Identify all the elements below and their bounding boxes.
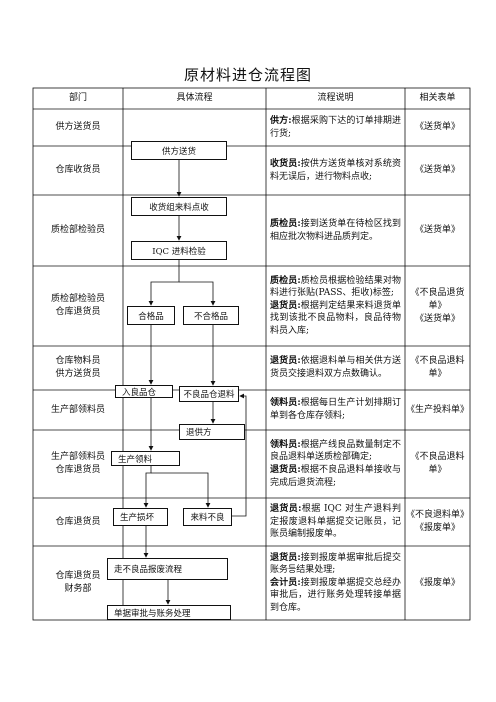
flow-node-production-damage: 生产损坏 (113, 508, 168, 526)
description-role: 会计员: (270, 577, 301, 588)
row-dept: 质检部检验员 仓库退货员 (50, 294, 105, 317)
row-forms: 《送货单》 (414, 122, 460, 132)
description-role: 供方: (270, 115, 292, 126)
flow-node-nonconforming: 不合格品 (183, 306, 239, 325)
description-role: 退货员: (270, 552, 301, 563)
row-forms: 《送货单》 (414, 225, 460, 235)
flow-node-scrap-process: 走不良品报废流程 (107, 558, 228, 580)
flow-node-production-pick: 生产领料 (111, 451, 180, 466)
row-dept: 仓库收货员 (55, 165, 101, 175)
header-form: 相关表单 (419, 93, 456, 103)
description-text: 根据判定结果来料退货单找到该批不良品物料，良品待物料员入库; (270, 300, 401, 336)
row-dept: 供方送货员 (55, 122, 101, 132)
row-forms: 《不良品退料单》 (410, 452, 465, 475)
row-dept: 仓库退货员 (55, 516, 101, 527)
description-role: 质检员: (270, 218, 301, 229)
row-description: 退货员:接到报废单据审批后提交账务등结果处理;会计员:接到报废单据提交总经办审批… (270, 547, 401, 619)
row-dept: 质检部检验员 (50, 225, 105, 235)
row-description: 质检员:质检员根据检验结果对物料进行张贴(PASS、拒收)标签;退货员:根据判定… (270, 267, 401, 345)
flow-node-receiving-count: 收货组来料点收 (131, 197, 227, 216)
row-forms: 《报废单》 (414, 577, 460, 588)
description-text: 根据每日生产计划排期订单到各仓库存领料; (270, 398, 401, 421)
row-forms: 《生产投料单》 (405, 404, 469, 415)
description-text: 接到报废单据审批后提交账务등结果处理; (270, 552, 401, 576)
description-text: 接到报废单据提交总经办审批后，进行账务处理转接单据到仓库。 (270, 577, 401, 613)
row-forms: 《不良品退货单》 《送货单》 (410, 287, 465, 324)
description-text: 按供方送货单核对系统资料无误后，进行物料点收; (270, 158, 401, 182)
row-description: 退货员:依据退料单与相关供方送货员交接退料双方点数确认。 (270, 347, 401, 389)
flow-node-qualified: 合格品 (127, 306, 175, 325)
row-dept: 生产部领料员 仓库退货员 (50, 452, 105, 475)
row-description: 领料员:根据每日生产计划排期订单到各仓库存领料; (270, 391, 401, 429)
description-role: 领料员: (270, 398, 301, 409)
flow-node-incoming-defect: 来料不良 (183, 508, 232, 526)
flow-node-return-supplier: 退供方 (179, 424, 245, 440)
row-forms: 《送货单》 (414, 165, 460, 175)
description-role: 领料员: (270, 439, 301, 450)
description-text: 根据 IQC 对生产退料判定报废退料单据提交记账员，记账员编制报废单。 (270, 504, 401, 540)
description-text: 根据采购下达的订单排期进行货; (270, 115, 401, 139)
flow-node-supplier-delivery: 供方送货 (131, 141, 227, 160)
flow-node-good-warehouse: 入良品仓 (115, 385, 173, 398)
row-description: 退货员:根据 IQC 对生产退料判定报废退料单据提交记账员，记账员编制报废单。 (270, 499, 401, 545)
header-flow: 具体流程 (176, 93, 213, 103)
header-dept: 部门 (68, 93, 87, 103)
row-description: 质检员:接到送货单在待检区找到相应批次物料进品质判定。 (270, 196, 401, 265)
row-dept: 生产部领料员 (50, 404, 105, 415)
flow-node-approval-accounting: 单据审批与账务处理 (107, 605, 231, 620)
description-text: 依据退料单与相关供方送货员交接退料双方点数确认。 (270, 356, 401, 379)
description-text: 接到送货单在待检区找到相应批次物料进品质判定。 (270, 218, 401, 242)
flow-node-iqc-inspection: IQC 进料检验 (131, 241, 227, 260)
description-text: 根据不良品退料单接收与完成后退货流程; (270, 465, 401, 488)
description-role: 退货员: (270, 465, 301, 475)
description-role: 退货员: (270, 504, 302, 515)
row-dept: 仓库物料员 供方送货员 (55, 356, 101, 379)
row-description: 供方:根据采购下达的订单排期进行货; (270, 110, 401, 145)
row-description: 领料员:根据产线良品数量制定不良品退料单送质检部确定; 退货员:根据不良品退料单接… (270, 431, 401, 497)
row-forms: 《不良退料单》 《报废单》 (405, 510, 469, 533)
flow-node-defect-return: 不良品仓退料 (179, 386, 239, 402)
row-description: 收货员:按供方送货单核对系统资料无误后，进行物料点收; (270, 147, 401, 194)
header-desc: 流程说明 (317, 93, 354, 103)
description-text: 质检员根据检验结果对物料进行张贴(PASS、拒收)标签; (270, 275, 401, 299)
description-role: 退货员: (270, 356, 301, 367)
description-role: 退货员: (270, 300, 301, 311)
description-role: 质检员: (270, 275, 301, 286)
row-forms: 《不良品退料单》 (410, 356, 465, 379)
description-text: 根据产线良品数量制定不良品退料单送质检部确定; (270, 439, 401, 463)
description-role: 收货员: (270, 158, 301, 169)
page-title: 原材料进仓流程图 (183, 66, 312, 84)
row-dept: 仓库退货员 财务部 (55, 571, 101, 594)
